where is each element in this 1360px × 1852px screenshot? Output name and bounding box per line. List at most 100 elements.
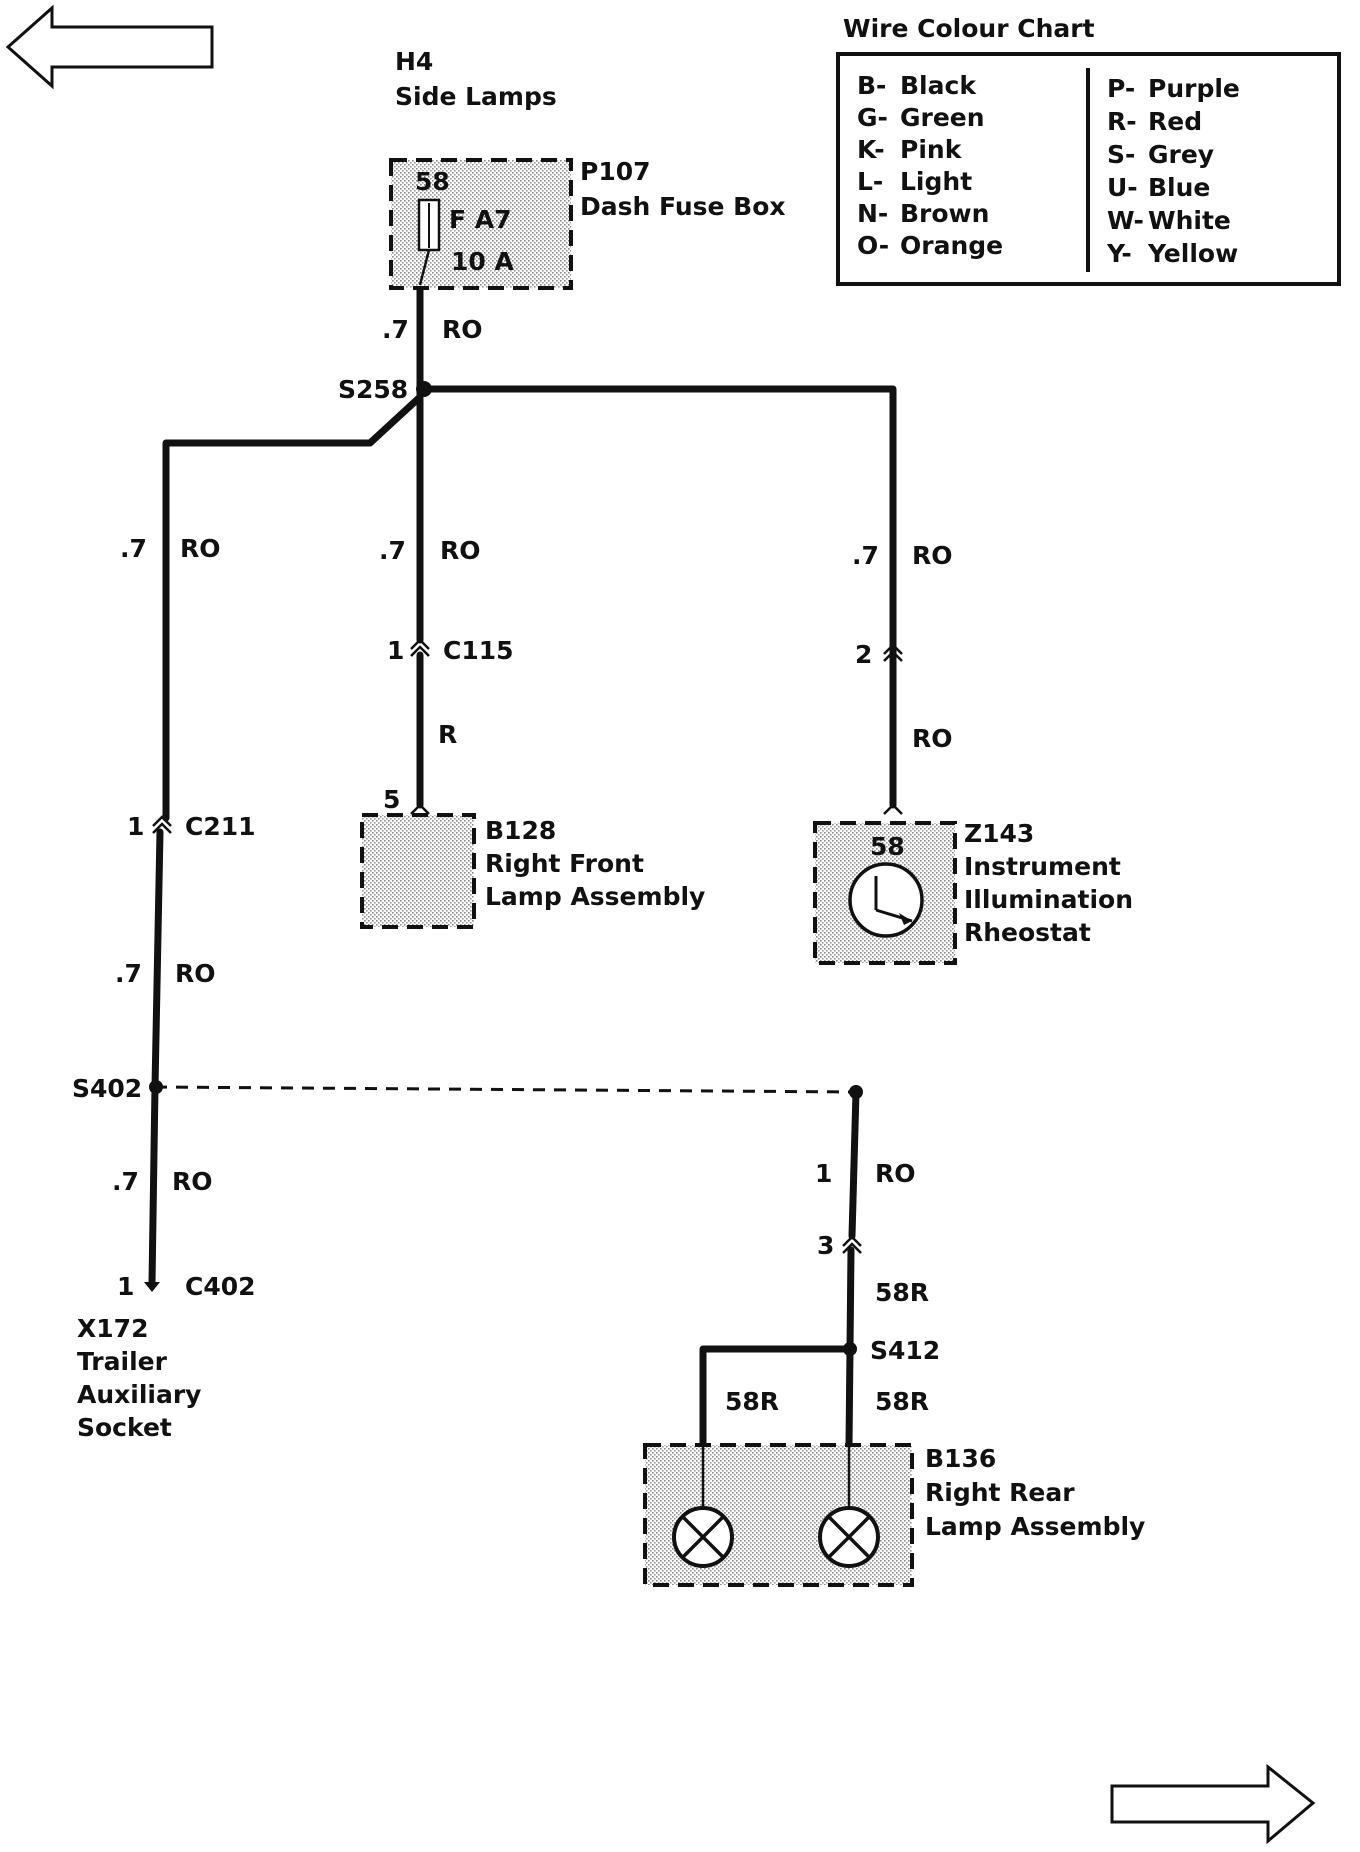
x172-name-line3: Socket	[77, 1413, 172, 1442]
wire-center-branch-size: .7	[379, 536, 406, 565]
fuse-box-p107: 58 F A7 10 A	[389, 158, 573, 290]
legend-name: Black	[900, 71, 977, 100]
legend-name: Blue	[1148, 173, 1210, 202]
b136-name-line1: Right Rear	[925, 1478, 1075, 1507]
splice-s258-label: S258	[338, 375, 408, 404]
z143-id: Z143	[964, 819, 1034, 848]
wire-s402-rear-dashed	[154, 1085, 857, 1094]
legend-code: K-	[857, 135, 885, 164]
legend-name: Pink	[900, 135, 963, 164]
connector-3-symbol	[842, 1235, 862, 1254]
z143-pin: 58	[870, 832, 905, 861]
wire-left-lower-color: RO	[172, 1167, 213, 1196]
fuse-lead	[418, 249, 431, 286]
legend-code: L-	[857, 167, 883, 196]
wire-fuse-out-color: RO	[442, 315, 483, 344]
chart-left-column: B-BlackG-GreenK-PinkL-LightN-BrownO-Oran…	[857, 71, 1003, 260]
connector-c402-symbol	[144, 1282, 160, 1292]
fuse-id-label: F A7	[449, 205, 512, 234]
b136-assembly	[643, 1443, 914, 1587]
legend-code: N-	[857, 199, 888, 228]
c115-id: C115	[443, 636, 514, 665]
b136-input-pin: 3	[817, 1231, 834, 1260]
wire-rear-lower-color: 58R	[875, 1278, 929, 1307]
fuse-pin-label: 58	[415, 167, 450, 196]
connector-c211-symbol	[152, 815, 172, 834]
wire-rear-feed-color: RO	[875, 1159, 916, 1188]
wire-lamp-left-color: 58R	[725, 1387, 779, 1416]
wire-rear-feed	[848, 1088, 860, 1240]
legend-code: G-	[857, 103, 888, 132]
wire-lamp-left	[699, 1345, 854, 1449]
connector-c115-symbol	[410, 638, 430, 657]
right-arrow-icon	[1110, 1763, 1316, 1845]
splice-s402-label: S402	[72, 1074, 142, 1103]
wire-left-mid-size: .7	[115, 959, 142, 988]
next-page-button[interactable]	[1110, 1763, 1316, 1845]
wire-right-branch-color: RO	[912, 541, 953, 570]
wire-colour-chart: Wire Colour Chart B-BlackG-GreenK-PinkL-…	[836, 14, 1341, 286]
x172-id: X172	[77, 1314, 148, 1343]
c402-id: C402	[185, 1272, 256, 1301]
wire-left-lower	[148, 1083, 159, 1287]
b128-id: B128	[485, 816, 556, 845]
legend-code: U-	[1107, 173, 1138, 202]
b128-pin: 5	[383, 785, 400, 814]
prev-page-button[interactable]	[5, 4, 214, 90]
wire-rear-lower	[846, 1246, 855, 1352]
legend-name: Red	[1148, 107, 1202, 136]
x172-name-line1: Trailer	[77, 1347, 168, 1376]
c211-id: C211	[185, 812, 256, 841]
lamp-bulb-icon	[818, 1506, 880, 1568]
wires	[148, 281, 897, 1449]
wire-lamp-right-color: 58R	[875, 1387, 929, 1416]
splice-rear-node	[849, 1085, 863, 1099]
wire-left-branch-color: RO	[180, 534, 221, 563]
splice-s258-node	[416, 381, 432, 397]
legend-code: O-	[857, 231, 889, 260]
left-arrow-icon	[5, 4, 214, 90]
legend-name: Purple	[1148, 74, 1240, 103]
legend-code: B-	[857, 71, 886, 100]
legend-name: Grey	[1148, 140, 1214, 169]
legend-code: S-	[1107, 140, 1135, 169]
wire-lamp-right	[845, 1345, 854, 1449]
circuit-code: H4	[395, 47, 433, 76]
wire-left-mid	[151, 828, 164, 1091]
z143-input-pin: 2	[855, 640, 872, 669]
splice-s412-node	[843, 1342, 857, 1356]
connector-b128-pin-symbol	[410, 803, 430, 815]
x172-name-line2: Auxiliary	[77, 1380, 201, 1409]
connector-2-symbol	[883, 643, 903, 662]
fuse-box-name: Dash Fuse Box	[580, 192, 786, 221]
b128-name-line2: Lamp Assembly	[485, 882, 705, 911]
legend-name: Brown	[900, 199, 989, 228]
legend-name: Yellow	[1147, 239, 1238, 268]
z143-name-line2: Illumination	[964, 885, 1133, 914]
legend-name: White	[1148, 206, 1231, 235]
c402-pin: 1	[117, 1272, 134, 1301]
b128-box	[360, 813, 476, 929]
c115-pin: 1	[387, 636, 404, 665]
rheostat-icon	[848, 862, 924, 938]
legend-code: P-	[1107, 74, 1135, 103]
legend-name: Light	[900, 167, 972, 196]
b136-name-line2: Lamp Assembly	[925, 1512, 1145, 1541]
wire-center-branch-color: RO	[440, 536, 481, 565]
wire-b128-feed-color: R	[438, 720, 457, 749]
legend-name: Orange	[900, 231, 1003, 260]
b128-name-line1: Right Front	[485, 849, 644, 878]
splice-s402-node	[149, 1080, 163, 1094]
lamp-bulb-icon	[672, 1506, 734, 1568]
wire-z143-feed-color: RO	[912, 724, 953, 753]
legend-code: R-	[1107, 107, 1137, 136]
wire-left-branch	[162, 393, 424, 822]
legend-code: Y-	[1106, 239, 1132, 268]
c211-pin: 1	[127, 812, 144, 841]
splice-s412-label: S412	[870, 1336, 940, 1365]
legend-code: W-	[1107, 206, 1144, 235]
z143-name-line1: Instrument	[964, 852, 1121, 881]
wire-right-branch-size: .7	[852, 541, 879, 570]
